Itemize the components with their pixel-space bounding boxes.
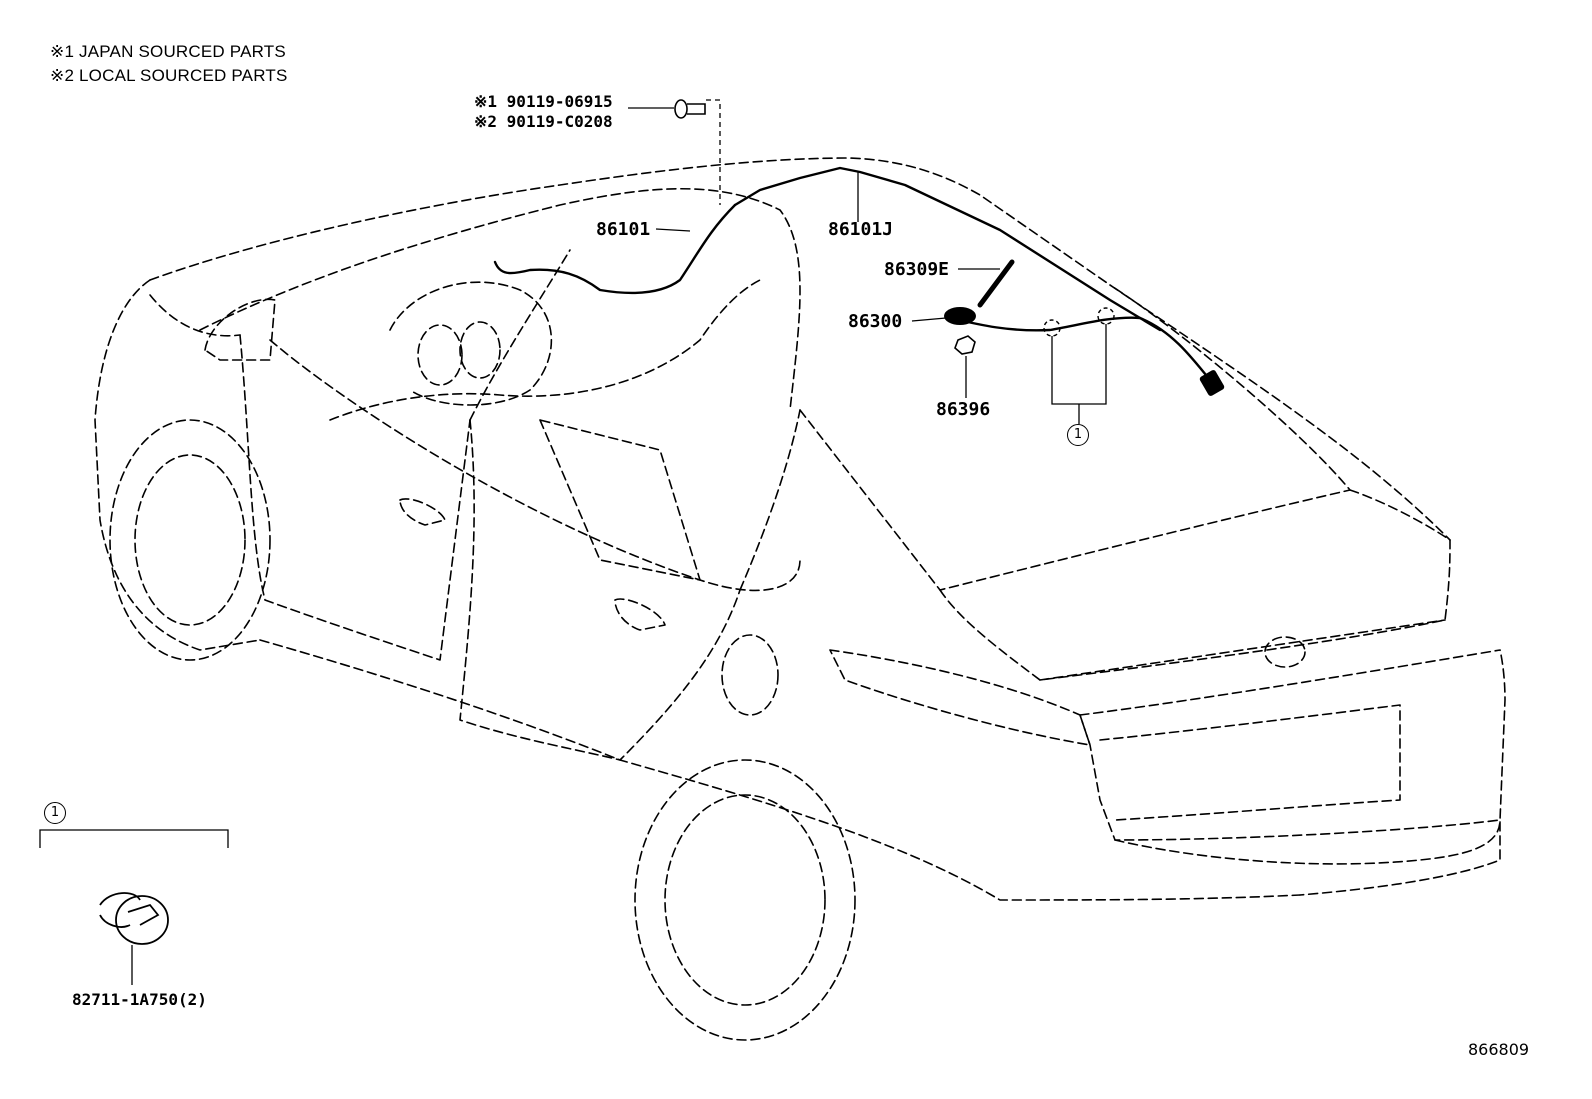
legend-note-japan: ※1 JAPAN SOURCED PARTS — [50, 42, 286, 61]
part-label-86396[interactable]: 86396 — [936, 399, 991, 420]
hood-outline — [94, 279, 261, 651]
clamp-marker-1 — [1043, 319, 1061, 337]
clamp-icon — [99, 892, 169, 945]
door-front — [239, 334, 471, 661]
group-callout-detail: 1 — [44, 802, 66, 824]
windshield-outline — [199, 187, 801, 411]
front-fender — [149, 294, 241, 337]
roof-cable — [733, 166, 1162, 332]
front-wheel-outer — [109, 419, 271, 661]
tail-lamp — [829, 649, 1091, 746]
rear-bumper — [1114, 819, 1501, 896]
gauge-left — [417, 324, 463, 386]
dashboard — [329, 279, 761, 421]
door-handle-front — [399, 498, 446, 526]
illustration-number: 866809 — [1468, 1040, 1530, 1059]
part-label-bolt-local[interactable]: ※2 90119-C0208 — [474, 112, 613, 131]
connector-end — [1199, 370, 1225, 396]
rear-face — [1079, 649, 1506, 841]
trunk-lid — [939, 489, 1451, 681]
door-handle-rear — [614, 598, 666, 631]
license-recess — [1099, 704, 1401, 821]
rear-wheel-inner — [664, 794, 826, 1006]
car-roof-outline — [149, 157, 1451, 541]
part-label-bolt-japan[interactable]: ※1 90119-06915 — [474, 92, 613, 111]
belt-line — [269, 339, 801, 592]
front-wheel-inner — [134, 454, 246, 626]
rear-emblem — [1264, 636, 1306, 668]
clamp-marker-2 — [1097, 307, 1115, 325]
part-label-86309e[interactable]: 86309E — [884, 259, 950, 280]
side-mirror — [204, 298, 276, 361]
rear-window — [799, 284, 1351, 591]
rear-wheel-outer — [634, 759, 856, 1041]
front-cable — [493, 203, 737, 295]
center-console — [539, 419, 701, 581]
antenna-base — [944, 307, 976, 325]
trunk-edge — [1039, 619, 1446, 681]
side-sill — [259, 639, 1301, 901]
steering-wheel — [389, 281, 553, 406]
b-pillar — [469, 249, 571, 421]
nut-icon — [954, 335, 976, 355]
part-label-86101j[interactable]: 86101J — [828, 219, 894, 240]
gauge-right — [459, 321, 501, 379]
part-label-86101[interactable]: 86101 — [596, 219, 651, 240]
legend-note-local: ※2 LOCAL SOURCED PARTS — [50, 66, 288, 85]
antenna-pole-shape — [977, 259, 1015, 308]
antenna-lead — [948, 316, 1212, 382]
group-callout-main[interactable]: 1 — [1067, 424, 1089, 446]
bolt-icon — [674, 99, 706, 119]
c-pillar — [739, 409, 801, 591]
fuel-lid — [721, 634, 779, 716]
door-rear — [459, 419, 741, 761]
part-label-86300[interactable]: 86300 — [848, 311, 903, 332]
part-label-82711[interactable]: 82711-1A750(2) — [72, 990, 207, 1009]
